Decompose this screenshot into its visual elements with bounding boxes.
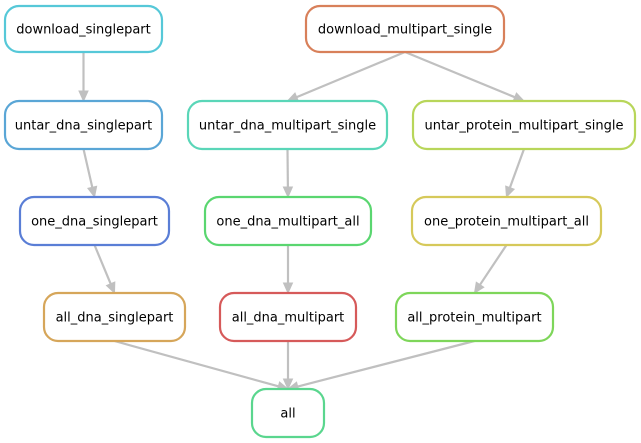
node-box (186, 99, 389, 151)
edge-download_multipart_single-to-untar_protein_multipart_single (404, 50, 526, 102)
node-label: untar_dna_singlepart (15, 119, 153, 134)
node-box (42, 291, 187, 343)
edge-line (479, 244, 508, 286)
edges-layer (78, 50, 526, 392)
edge-all_protein_multipart-to-all (286, 339, 475, 392)
node-box (394, 291, 555, 343)
node-label: download_multipart_single (318, 23, 492, 38)
node-label: one_protein_multipart_all (424, 215, 589, 230)
edge-all_dna_multipart-to-all (282, 341, 294, 391)
node-box (203, 195, 373, 247)
arrowhead-icon (282, 186, 294, 199)
edge-untar_dna_singlepart-to-one_dna_singlepart (82, 148, 98, 199)
node-one_protein_multipart_all[interactable]: one_protein_multipart_all (410, 195, 603, 247)
node-one_dna_singlepart[interactable]: one_dna_singlepart (18, 195, 171, 247)
edge-one_dna_singlepart-to-all_dna_singlepart (93, 244, 116, 295)
node-download_singlepart[interactable]: download_singlepart (3, 4, 164, 54)
arrowhead-icon (78, 90, 89, 103)
node-all_dna_multipart[interactable]: all_dna_multipart (218, 291, 358, 343)
node-label: one_dna_multipart_all (216, 215, 359, 230)
node-label: one_dna_singlepart (31, 215, 158, 230)
edge-line (508, 148, 526, 188)
node-box (3, 4, 164, 54)
node-label: untar_dna_multipart_single (199, 119, 376, 134)
node-box (411, 99, 637, 151)
edge-download_multipart_single-to-untar_dna_multipart_single (286, 50, 406, 102)
edge-line (114, 339, 279, 388)
edge-one_dna_multipart_all-to-all_dna_multipart (282, 245, 294, 295)
edge-download_singlepart-to-untar_dna_singlepart (78, 52, 89, 103)
edge-untar_protein_multipart_single-to-one_protein_multipart_all (505, 148, 526, 199)
node-label: all (280, 407, 295, 422)
node-label: download_singlepart (16, 23, 151, 38)
node-box (18, 195, 171, 247)
node-box (250, 387, 326, 439)
node-all_dna_singlepart[interactable]: all_dna_singlepart (42, 291, 187, 343)
arrowhead-icon (87, 185, 98, 199)
edge-line (404, 50, 516, 99)
edge-line (296, 50, 406, 99)
node-label: all_protein_multipart (407, 311, 541, 326)
node-label: untar_protein_multipart_single (425, 119, 624, 134)
nodes-layer: download_singlepart download_multipart_si… (3, 4, 637, 439)
edge-one_protein_multipart_all-to-all_protein_multipart (473, 244, 508, 295)
node-box (304, 4, 506, 54)
edge-line (297, 339, 475, 388)
node-box (410, 195, 603, 247)
node-untar_protein_multipart_single[interactable]: untar_protein_multipart_single (411, 99, 637, 151)
node-download_multipart_single[interactable]: download_multipart_single (304, 4, 506, 54)
edge-untar_dna_multipart_single-to-one_dna_multipart_all (282, 148, 294, 199)
edge-line (82, 148, 94, 188)
arrowhead-icon (282, 378, 294, 391)
edge-all_dna_singlepart-to-all (114, 339, 290, 392)
node-all_protein_multipart[interactable]: all_protein_multipart (394, 291, 555, 343)
node-all[interactable]: all (250, 387, 326, 439)
arrowhead-icon (282, 282, 294, 295)
node-untar_dna_singlepart[interactable]: untar_dna_singlepart (3, 99, 164, 151)
node-one_dna_multipart_all[interactable]: one_dna_multipart_all (203, 195, 373, 247)
node-untar_dna_multipart_single[interactable]: untar_dna_multipart_single (186, 99, 389, 151)
node-box (3, 99, 164, 151)
node-box (218, 291, 358, 343)
arrowhead-icon (105, 281, 116, 295)
edge-line (93, 244, 112, 285)
node-label: all_dna_singlepart (56, 311, 174, 326)
arrowhead-icon (505, 185, 516, 199)
arrowhead-icon (473, 281, 485, 295)
node-label: all_dna_multipart (232, 311, 345, 326)
